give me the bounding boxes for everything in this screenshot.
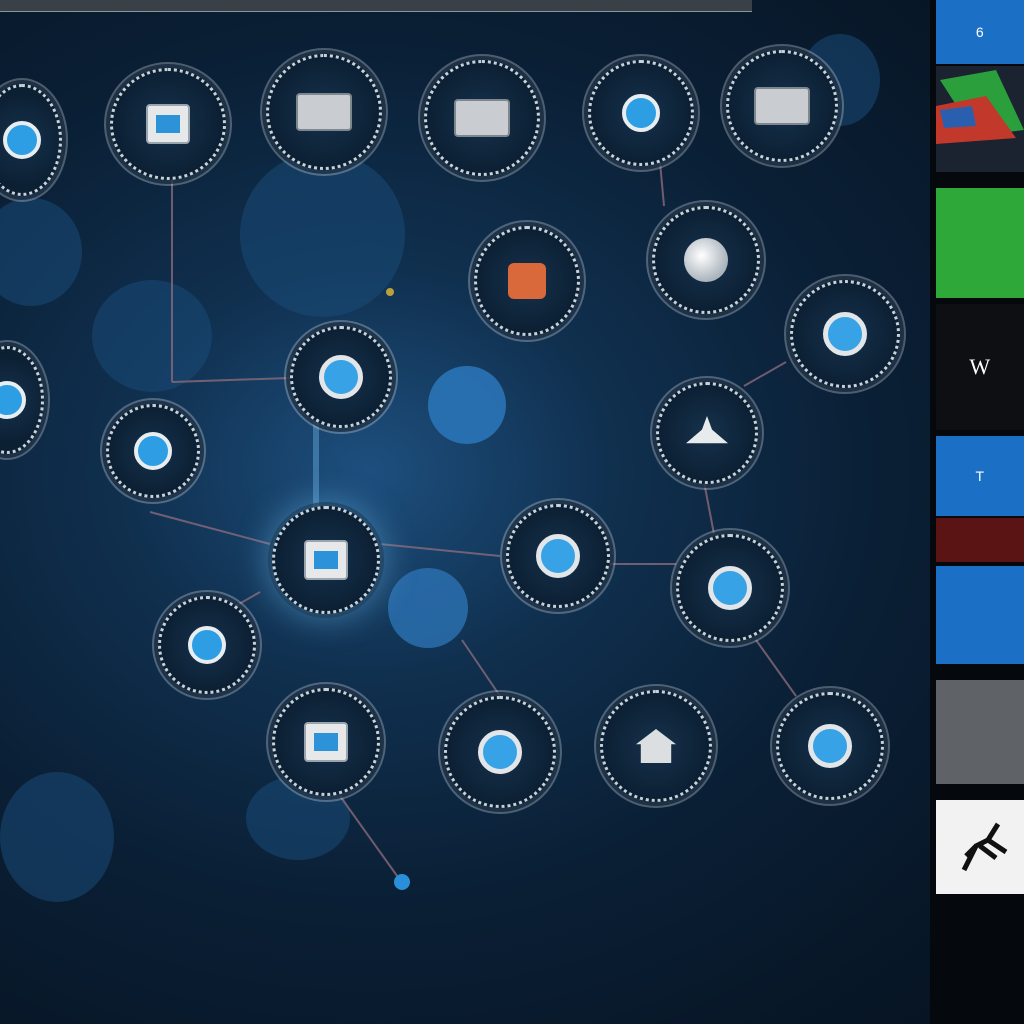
edge-line <box>379 543 501 557</box>
graph-node[interactable] <box>726 50 838 162</box>
sidebar-card[interactable] <box>936 518 1024 562</box>
graph-node[interactable] <box>158 596 256 694</box>
background-blob <box>388 568 468 648</box>
thumbnail-image <box>961 822 1008 872</box>
tile-icon <box>304 540 348 580</box>
ring-icon <box>808 724 852 768</box>
sidebar-card[interactable]: 6 <box>936 0 1024 64</box>
edge-line <box>171 377 291 383</box>
sidebar-panel: 6 W T <box>930 0 1024 1024</box>
graph-node[interactable] <box>474 226 580 336</box>
ring-icon <box>823 312 867 356</box>
endpoint-dot <box>394 874 410 890</box>
card-label: W <box>969 354 991 379</box>
ring-icon <box>478 730 522 774</box>
graph-node[interactable] <box>776 692 884 800</box>
sidebar-card[interactable] <box>936 188 1024 298</box>
graph-node[interactable] <box>588 60 694 166</box>
thumbnail-image <box>936 66 1024 172</box>
ring-icon <box>536 534 580 578</box>
box-icon <box>296 93 352 131</box>
bell-icon <box>686 416 728 444</box>
graph-node[interactable] <box>444 696 556 808</box>
gem-icon <box>0 381 26 419</box>
graph-node[interactable] <box>656 382 758 484</box>
box-icon <box>454 99 510 137</box>
graph-node[interactable] <box>652 206 760 314</box>
edge-line <box>703 481 715 535</box>
card-label <box>978 730 982 734</box>
tile-icon <box>146 104 190 144</box>
card-label: T <box>975 468 985 484</box>
edge-line <box>755 639 797 697</box>
graph-node[interactable] <box>0 84 62 196</box>
sidebar-card[interactable] <box>936 66 1024 172</box>
edge-line <box>743 361 787 387</box>
sidebar-card[interactable] <box>936 566 1024 664</box>
background-blob <box>0 198 82 306</box>
sidebar-card[interactable] <box>936 680 1024 784</box>
box-icon <box>754 87 810 125</box>
graph-node[interactable] <box>790 280 900 388</box>
background-blob <box>0 772 114 902</box>
ring-icon <box>708 566 752 610</box>
ring-icon <box>319 355 363 399</box>
graph-node[interactable] <box>272 688 380 796</box>
card-label: 6 <box>975 24 985 40</box>
connection-lines <box>149 161 797 890</box>
graph-node[interactable] <box>106 404 200 498</box>
graph-node[interactable] <box>600 690 712 802</box>
edge-line <box>339 795 401 881</box>
graph-node[interactable] <box>110 68 226 180</box>
gem-icon <box>134 432 172 470</box>
background-blob <box>92 280 212 392</box>
gem-icon <box>622 94 660 132</box>
graph-node[interactable] <box>266 54 382 170</box>
graph-node[interactable] <box>272 506 380 614</box>
background-blob <box>428 366 506 444</box>
edge-line <box>149 511 271 545</box>
graph-node[interactable] <box>290 326 392 428</box>
gem-icon <box>188 626 226 664</box>
edge-line <box>659 161 665 207</box>
window-title-bar <box>0 0 752 12</box>
sidebar-card[interactable]: W <box>936 304 1024 430</box>
background-blob <box>240 152 405 317</box>
card-label <box>978 538 982 542</box>
sidebar-card[interactable] <box>936 800 1024 894</box>
card-label <box>978 241 982 245</box>
pearl-icon <box>684 238 728 282</box>
card-label <box>978 613 982 617</box>
endpoint-dot <box>386 288 394 296</box>
sidebar-card[interactable]: T <box>936 436 1024 516</box>
graph-node[interactable] <box>424 60 540 176</box>
tile-icon <box>304 722 348 762</box>
graph-node[interactable] <box>506 504 610 608</box>
gem-icon <box>3 121 41 159</box>
graph-canvas[interactable] <box>0 12 930 1024</box>
orange-icon <box>508 263 546 299</box>
edge-line <box>461 639 501 697</box>
house-icon <box>636 729 676 763</box>
graph-node[interactable] <box>676 534 784 642</box>
